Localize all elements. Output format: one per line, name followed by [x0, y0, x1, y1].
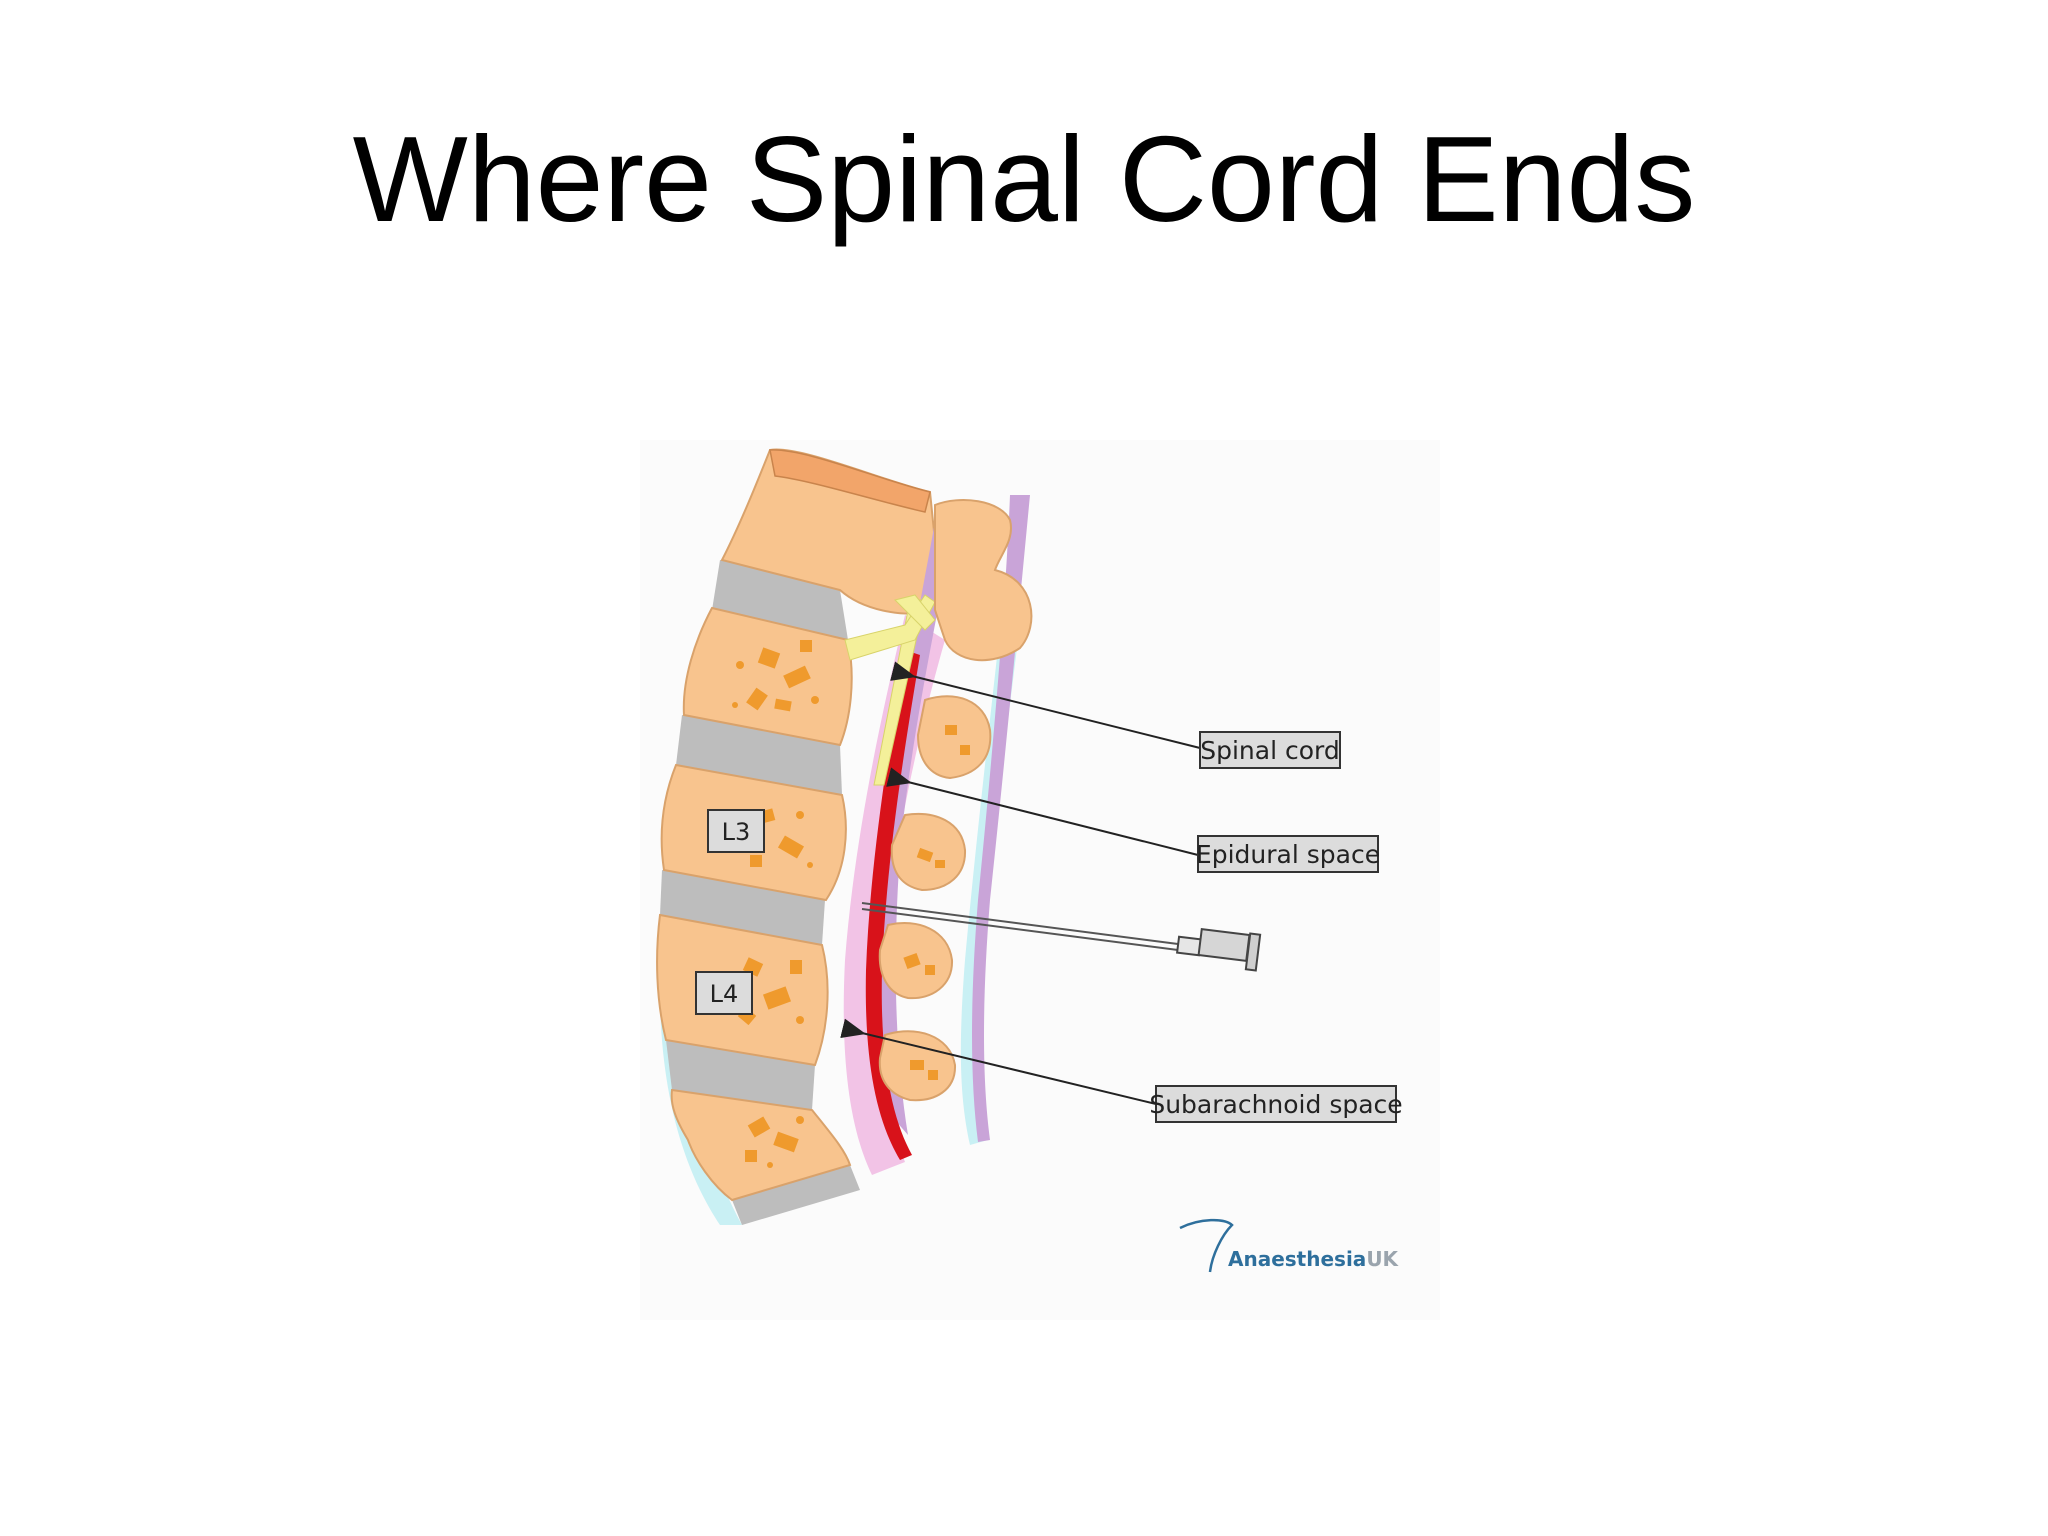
- label-epidural-space-text: Epidural space: [1196, 840, 1380, 869]
- label-spinal-cord-text: Spinal cord: [1200, 736, 1340, 765]
- process-marrow: [903, 725, 970, 1080]
- syringe-icon: [1177, 929, 1260, 970]
- vertebra-label-l3-text: L3: [722, 818, 751, 846]
- label-subarachnoid-space: Subarachnoid space: [1149, 1086, 1402, 1122]
- anaesthesia-uk-logo: AnaesthesiaUK: [1180, 1220, 1400, 1272]
- label-spinal-cord: Spinal cord: [1200, 732, 1340, 768]
- vertebra-label-l4: L4: [696, 972, 752, 1014]
- vertebra-label-l4-text: L4: [710, 980, 739, 1008]
- logo-text-uk: UK: [1366, 1247, 1399, 1271]
- logo-swoosh-icon: [1180, 1220, 1232, 1272]
- spinous-process: [918, 696, 990, 778]
- logo-text-main: Anaesthesia: [1228, 1247, 1366, 1271]
- label-subarachnoid-space-text: Subarachnoid space: [1149, 1090, 1402, 1119]
- label-epidural-space: Epidural space: [1196, 836, 1380, 872]
- vertebra-label-l3: L3: [708, 810, 764, 852]
- svg-text:AnaesthesiaUK: AnaesthesiaUK: [1228, 1247, 1400, 1271]
